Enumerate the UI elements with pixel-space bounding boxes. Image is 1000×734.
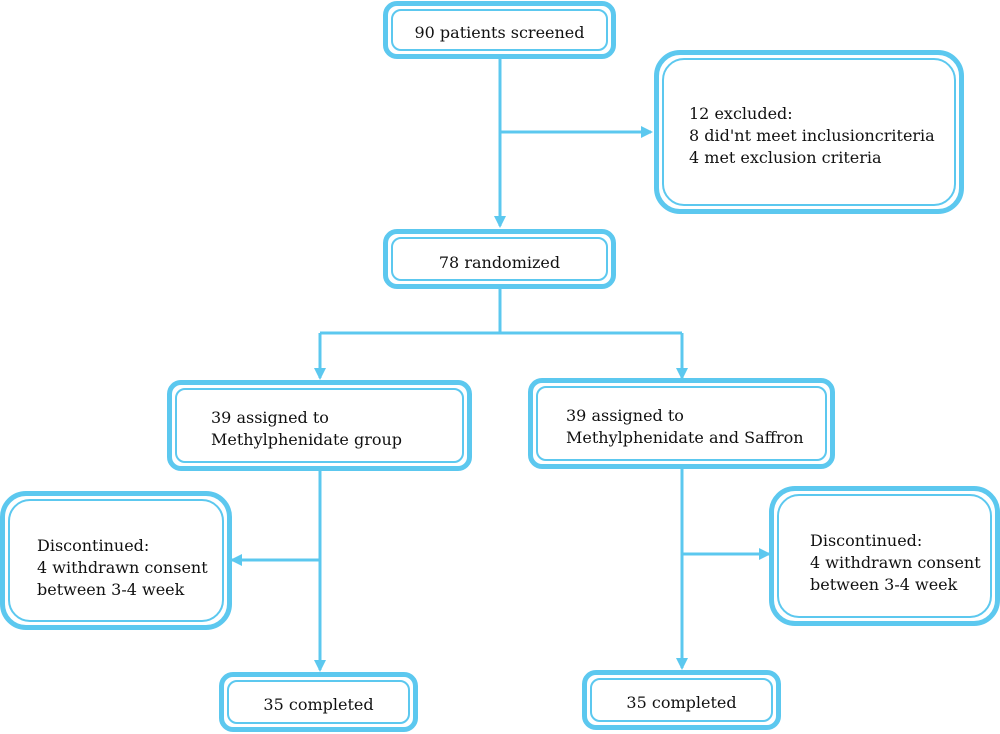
screened-box: 90 patients screened [383, 1, 616, 59]
group-right-line-1: 39 assigned to [566, 406, 684, 425]
discontinued-left-line-3: between 3-4 week [37, 580, 185, 599]
excluded-line-1: 12 excluded: [689, 104, 793, 123]
randomized-label: 78 randomized [438, 253, 561, 272]
completed-right-label: 35 completed [626, 693, 737, 712]
discontinued-left-line-2: 4 withdrawn consent [37, 558, 208, 577]
screened-label: 90 patients screened [414, 23, 585, 42]
discontinued-right-line-1: Discontinued: [810, 531, 923, 550]
excluded-line-2: 8 did'nt meet inclusioncriteria [689, 126, 935, 145]
excluded-line-3: 4 met exclusion criteria [689, 148, 882, 167]
group-left-line-2: Methylphenidate group [211, 430, 403, 449]
completed-left-box: 35 completed [219, 672, 418, 732]
discontinued-right-box: Discontinued: 4 withdrawn consent betwee… [769, 486, 1000, 626]
group-left-line-1: 39 assigned to [211, 408, 329, 427]
group-right-box: 39 assigned to Methylphenidate and Saffr… [528, 378, 835, 469]
discontinued-left-line-1: Discontinued: [37, 536, 150, 555]
group-left-box: 39 assigned to Methylphenidate group [167, 380, 472, 471]
discontinued-right-line-3: between 3-4 week [810, 575, 958, 594]
excluded-box: 12 excluded: 8 did'nt meet inclusioncrit… [654, 50, 964, 214]
completed-right-box: 35 completed [582, 670, 781, 730]
group-right-line-2: Methylphenidate and Saffron [566, 428, 804, 447]
randomized-box: 78 randomized [383, 229, 616, 289]
discontinued-right-line-2: 4 withdrawn consent [810, 553, 981, 572]
discontinued-left-box: Discontinued: 4 withdrawn consent betwee… [0, 491, 232, 630]
completed-left-label: 35 completed [263, 695, 374, 714]
